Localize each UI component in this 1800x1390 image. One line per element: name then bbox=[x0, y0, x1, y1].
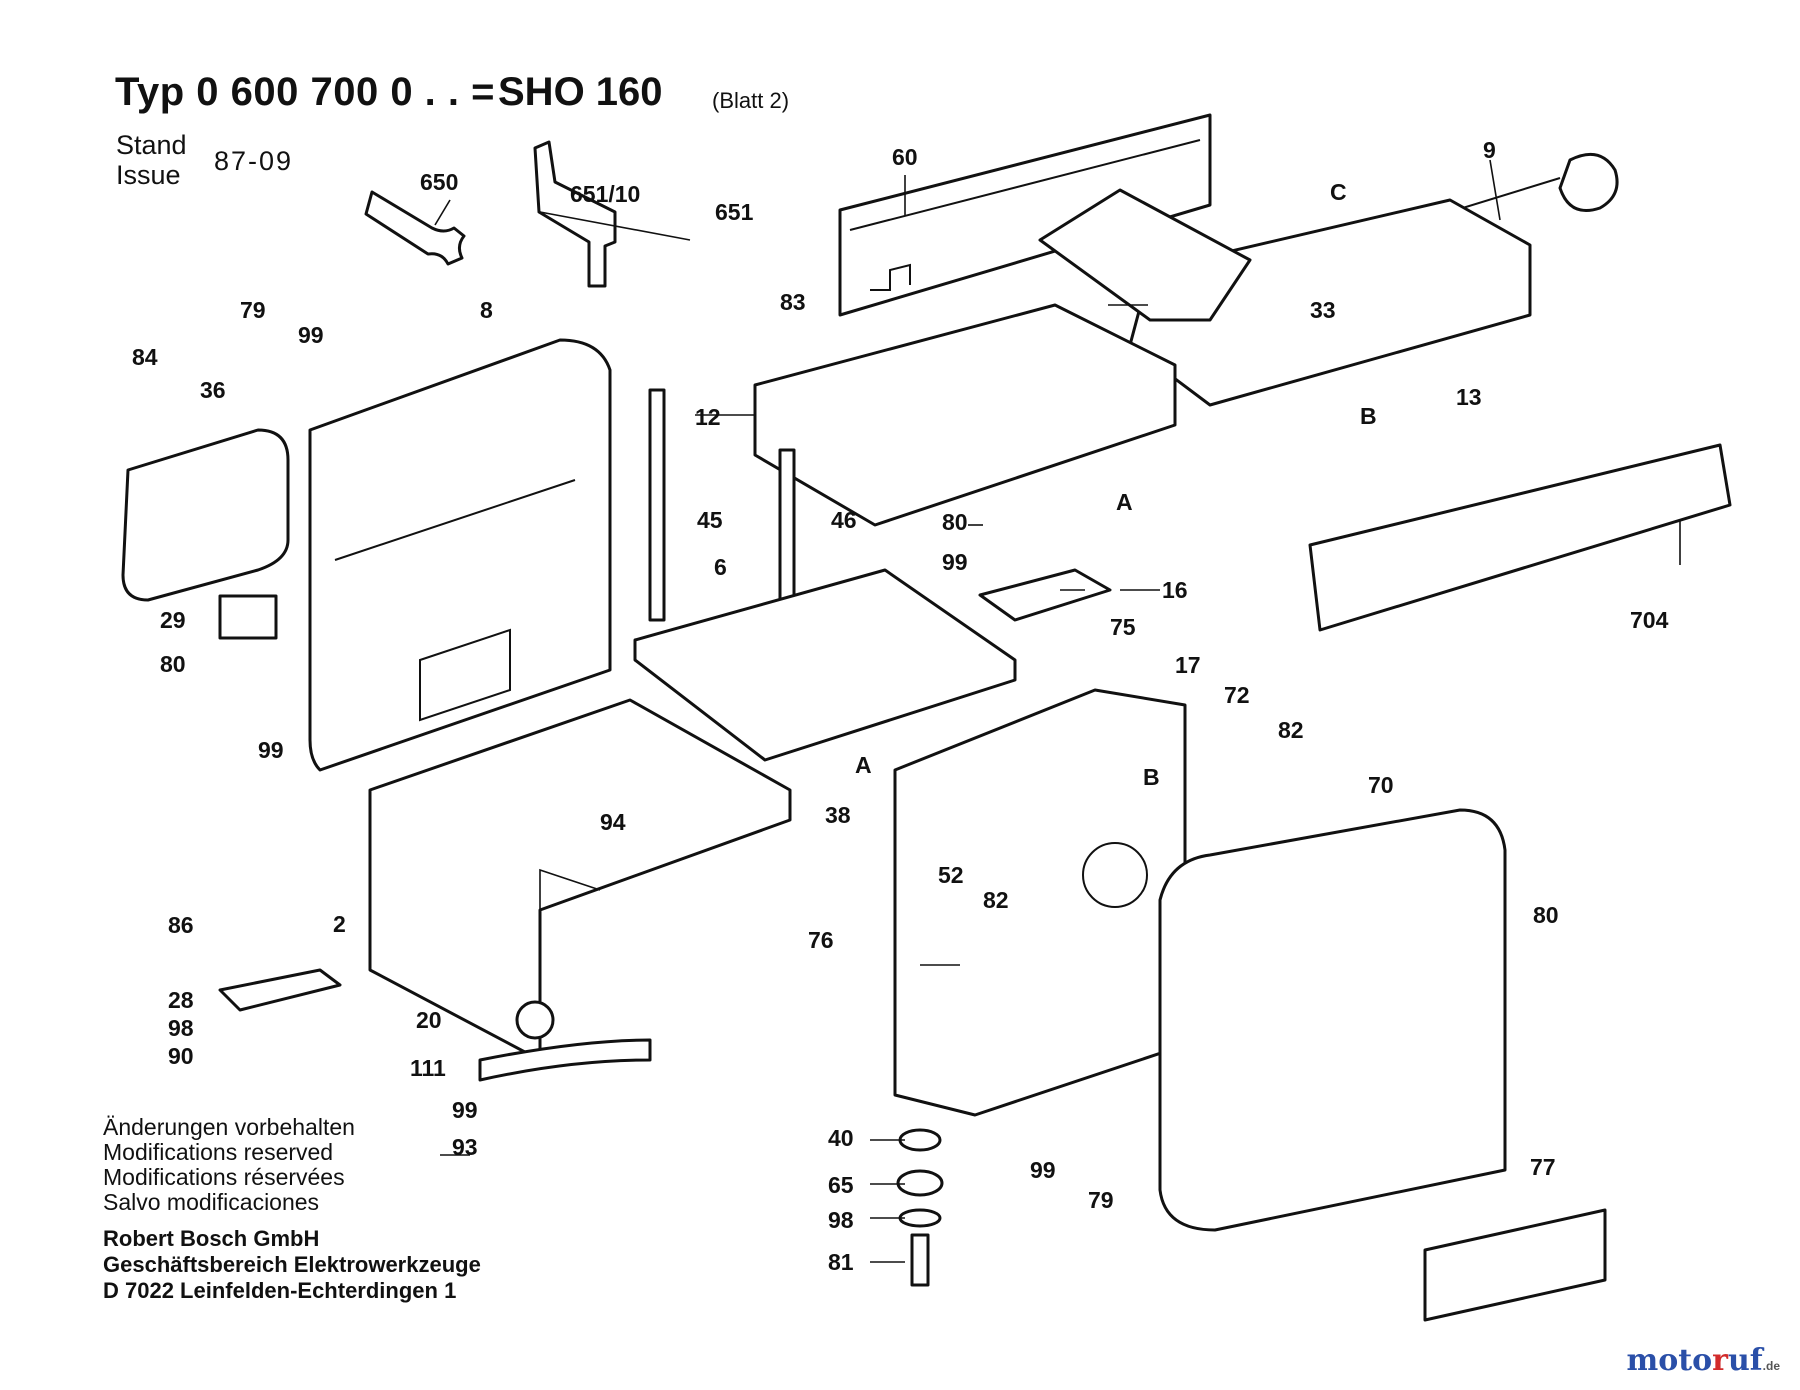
label-b-top: B bbox=[1360, 403, 1377, 429]
label-plate-part bbox=[218, 594, 278, 640]
company-location: D 7022 Leinfelden-Echterdingen 1 bbox=[103, 1278, 457, 1303]
label-650: 650 bbox=[420, 169, 458, 195]
label-77: 77 bbox=[1530, 1154, 1556, 1180]
sprocket-part bbox=[515, 1000, 555, 1040]
label-2: 2 bbox=[333, 911, 346, 937]
watermark-part-1: moto bbox=[1626, 1343, 1713, 1378]
label-79-top: 79 bbox=[240, 297, 266, 323]
label-72: 72 bbox=[1224, 682, 1250, 708]
label-c-top: C bbox=[1330, 179, 1347, 205]
label-46: 46 bbox=[831, 507, 857, 533]
label-b-mid: B bbox=[1143, 764, 1160, 790]
label-65: 65 bbox=[828, 1172, 854, 1198]
label-704: 704 bbox=[1630, 607, 1669, 633]
label-16: 16 bbox=[1162, 577, 1188, 603]
model-name: SHO 160 bbox=[498, 70, 663, 114]
label-84: 84 bbox=[132, 344, 158, 370]
company-name: Robert Bosch GmbH bbox=[103, 1226, 320, 1251]
label-76: 76 bbox=[808, 927, 834, 953]
fence-rail-part bbox=[838, 113, 1212, 317]
label-99-top: 99 bbox=[298, 322, 324, 348]
drive-chain-part bbox=[478, 1038, 652, 1082]
rating-label-part bbox=[1423, 1208, 1607, 1322]
label-94: 94 bbox=[600, 809, 626, 835]
watermark-part-4: .de bbox=[1762, 1359, 1780, 1373]
modification-line-fr: Modifications réservées bbox=[103, 1164, 345, 1190]
label-6: 6 bbox=[714, 554, 727, 580]
label-90: 90 bbox=[168, 1043, 194, 1069]
label-93: 93 bbox=[452, 1134, 478, 1160]
label-79-bot: 79 bbox=[1088, 1187, 1114, 1213]
label-75: 75 bbox=[1110, 614, 1136, 640]
type-number-title: Typ 0 600 700 0 . . = bbox=[115, 70, 495, 114]
stand-date: 87-09 bbox=[214, 146, 294, 176]
company-address: Robert Bosch GmbH Geschäftsbereich Elekt… bbox=[103, 1226, 481, 1304]
left-side-plate-part bbox=[308, 338, 612, 772]
label-33: 33 bbox=[1310, 297, 1336, 323]
label-a-top: A bbox=[1116, 489, 1133, 515]
label-651: 651 bbox=[715, 199, 754, 225]
company-division: Geschäftsbereich Elektrowerkzeuge bbox=[103, 1252, 481, 1277]
label-70: 70 bbox=[1368, 772, 1394, 798]
blade-guard-part bbox=[1038, 188, 1252, 322]
label-80-mid: 80 bbox=[942, 509, 968, 535]
label-38: 38 bbox=[825, 802, 851, 828]
label-28: 28 bbox=[168, 987, 194, 1013]
leveling-foot-part bbox=[218, 968, 342, 1012]
watermark-part-2: r bbox=[1712, 1343, 1728, 1378]
label-80-left: 80 bbox=[160, 651, 186, 677]
base-plate-part bbox=[633, 568, 1017, 762]
watermark-part-3: uf bbox=[1727, 1343, 1763, 1378]
label-60: 60 bbox=[892, 144, 918, 170]
label-29: 29 bbox=[160, 607, 186, 633]
label-9: 9 bbox=[1483, 137, 1496, 163]
label-17: 17 bbox=[1175, 652, 1201, 678]
label-13: 13 bbox=[1456, 384, 1482, 410]
infeed-table-part bbox=[753, 303, 1177, 527]
label-82-top: 82 bbox=[1278, 717, 1304, 743]
stand-label-en: Issue bbox=[116, 160, 181, 190]
label-98-left: 98 bbox=[168, 1015, 194, 1041]
carry-handle-part bbox=[121, 428, 290, 602]
lower-frame-part bbox=[368, 698, 792, 1062]
stand-label: Stand Issue bbox=[116, 130, 187, 190]
label-8: 8 bbox=[480, 297, 493, 323]
modifications-notice: Änderungen vorbehalten Modifications res… bbox=[103, 1115, 355, 1215]
sheet-number: (Blatt 2) bbox=[712, 88, 790, 113]
label-99-low: 99 bbox=[452, 1097, 478, 1123]
label-99-bot: 99 bbox=[1030, 1157, 1056, 1183]
label-20: 20 bbox=[416, 1007, 442, 1033]
clamp-plate-part bbox=[978, 568, 1112, 622]
modification-line-en: Modifications reserved bbox=[103, 1139, 334, 1165]
modification-line-es: Salvo modificaciones bbox=[103, 1189, 320, 1215]
label-52: 52 bbox=[938, 862, 964, 888]
label-99-mid: 99 bbox=[942, 549, 968, 575]
label-a-mid: A bbox=[855, 752, 872, 778]
label-651-10: 651/10 bbox=[570, 181, 640, 207]
label-80-right: 80 bbox=[1533, 902, 1559, 928]
modification-line-de: Änderungen vorbehalten bbox=[103, 1114, 355, 1140]
label-82-mid: 82 bbox=[983, 887, 1009, 913]
label-40: 40 bbox=[828, 1125, 854, 1151]
site-watermark: motoruf.de bbox=[1627, 1343, 1781, 1378]
label-111: 111 bbox=[410, 1055, 446, 1081]
label-99-left: 99 bbox=[258, 737, 284, 763]
stand-label-de: Stand bbox=[116, 130, 187, 160]
label-81: 81 bbox=[828, 1249, 854, 1275]
label-12: 12 bbox=[695, 404, 721, 430]
crank-handle-part bbox=[533, 140, 617, 288]
label-98-bot: 98 bbox=[828, 1207, 854, 1233]
label-86: 86 bbox=[168, 912, 194, 938]
leader-lines bbox=[434, 159, 1681, 1263]
wrench-part bbox=[364, 190, 466, 266]
motor-cover-part bbox=[1158, 808, 1507, 1232]
label-83: 83 bbox=[780, 289, 806, 315]
label-45: 45 bbox=[697, 507, 723, 533]
label-36: 36 bbox=[200, 377, 226, 403]
fence-part bbox=[1308, 443, 1732, 632]
